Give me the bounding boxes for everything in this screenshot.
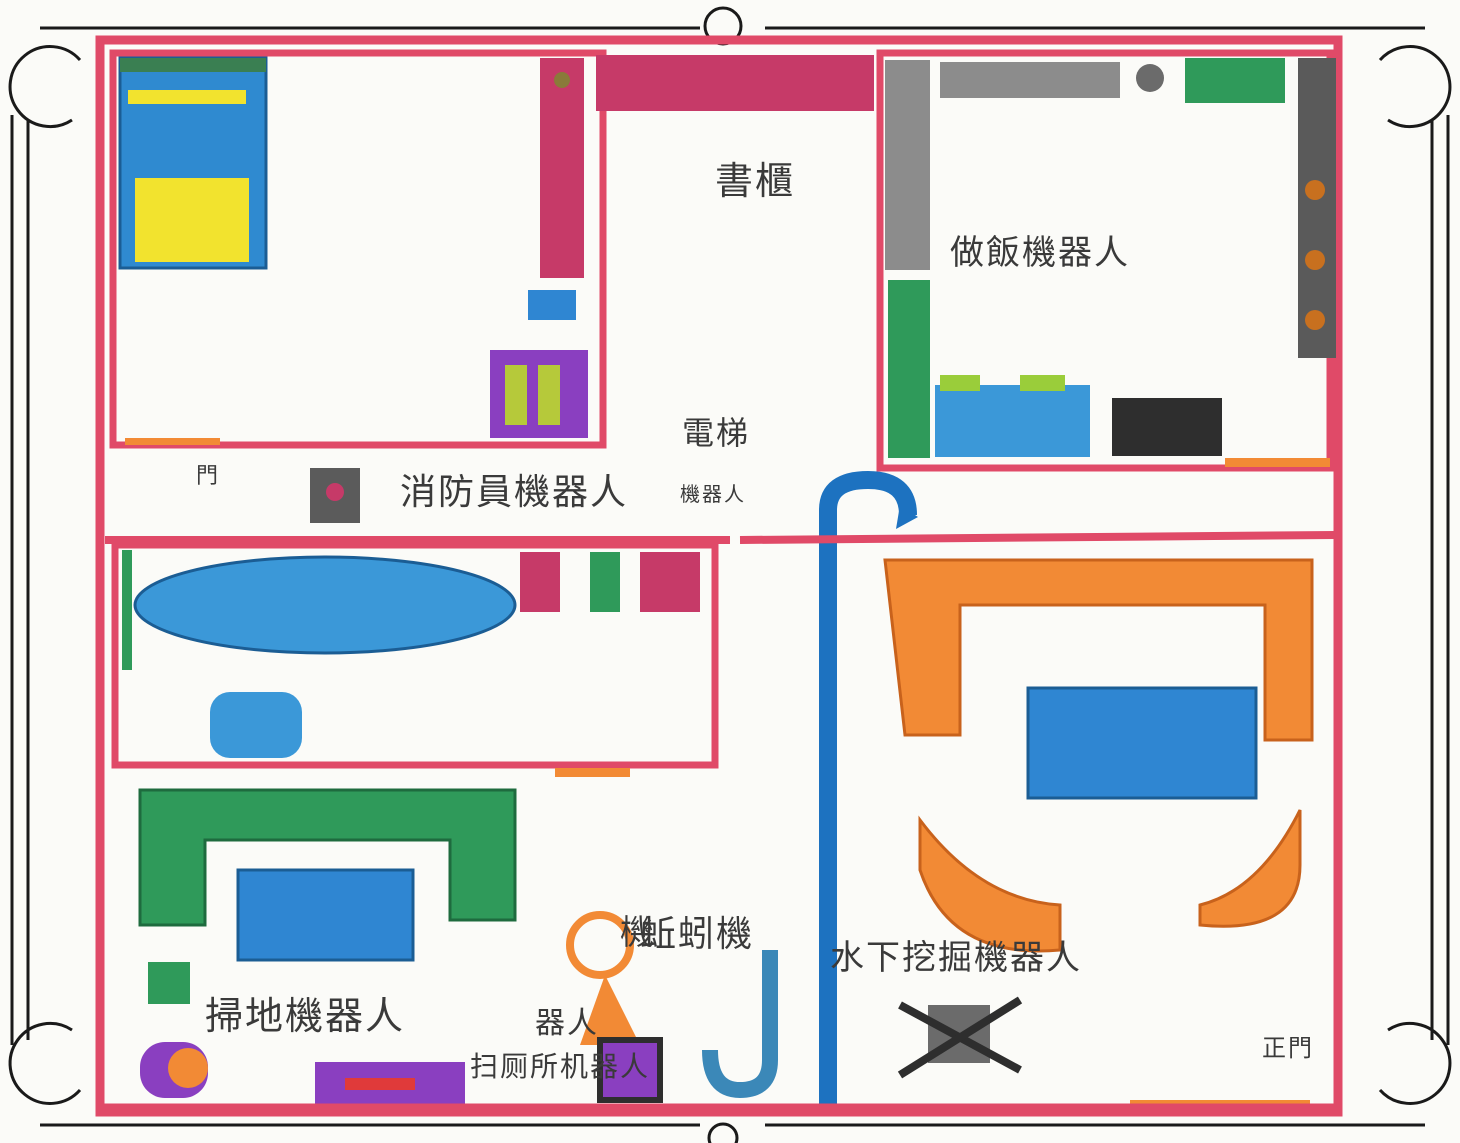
decorative-frame — [10, 6, 1450, 1143]
pipe-icon — [819, 470, 917, 1108]
toilet-icon — [210, 692, 302, 758]
label-elevator: 電梯 — [682, 414, 751, 452]
label-cleaning-robot: 扫厕所机器人 — [470, 1050, 651, 1083]
label-ji-char: 機 — [620, 913, 656, 953]
coffee-table — [236, 868, 415, 962]
label-door: 門 — [196, 464, 221, 489]
bathroom-door — [555, 768, 630, 777]
corner-scroll-icon — [8, 45, 1452, 1105]
bedroom-wall — [109, 49, 607, 449]
earthworm-robot — [702, 950, 778, 1099]
small-chair — [528, 290, 576, 320]
label-underground-robot: 水下挖掘機器人 — [830, 938, 1082, 978]
stove-icon — [1298, 58, 1336, 358]
cleaning-robot — [566, 911, 634, 979]
label-main-door: 正門 — [1262, 1034, 1314, 1062]
label-bookcase: 書櫃 — [715, 159, 796, 203]
cooking-pot — [1112, 398, 1222, 456]
kitchen-cabinet-blue — [935, 385, 1090, 457]
label-sweeping-robot: 掃地機器人 — [205, 994, 406, 1038]
label-earthworm-machine: 蚯蚓機 — [640, 914, 755, 955]
bathtub-icon — [133, 555, 517, 655]
wardrobe — [540, 58, 584, 278]
blanket — [135, 178, 249, 262]
armchair-right — [1198, 809, 1302, 928]
table-icon — [1026, 686, 1258, 800]
fridge-green — [888, 280, 930, 458]
sofa-green — [138, 788, 517, 927]
label-robot-small: 機器人 — [680, 482, 746, 506]
sofa-icon — [883, 558, 1314, 742]
label-cooking-robot: 做飯機器人 — [950, 233, 1130, 273]
pillow — [128, 90, 246, 104]
armchair-left — [918, 815, 1062, 953]
bookcase — [596, 55, 874, 111]
kitchen-counter-top — [940, 62, 1120, 98]
label-firefighter-robot: 消防員機器人 — [400, 472, 629, 513]
bedroom-door — [125, 438, 220, 445]
bathroom-wall — [111, 541, 719, 769]
label-robot-stack: 器人 — [535, 1006, 599, 1041]
